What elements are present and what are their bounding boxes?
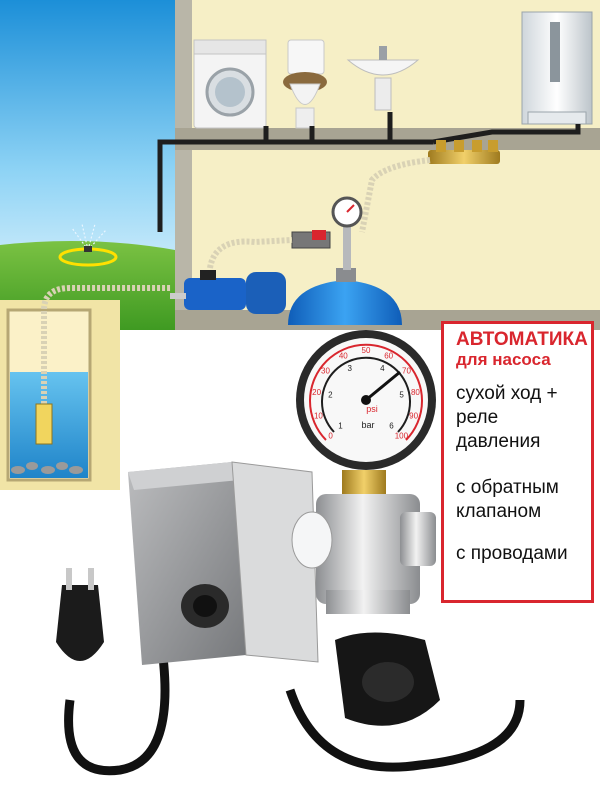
gauge-outer-ticks: 0 10 20 30 40 50 60 70 80 90 100 bbox=[312, 346, 420, 440]
gauge-outer-tick-1: 10 bbox=[314, 412, 323, 421]
gauge-inner-tick-3: 4 bbox=[380, 364, 385, 373]
power-socket-icon bbox=[335, 632, 440, 726]
feature-with-wires: с проводами bbox=[456, 543, 568, 564]
gauge-unit-bar: bar bbox=[361, 420, 374, 430]
sink-icon bbox=[346, 46, 420, 111]
pump-hose bbox=[207, 237, 293, 269]
power-plug-icon bbox=[56, 568, 104, 661]
gauge-outer-tick-6: 60 bbox=[384, 351, 393, 360]
well-hose bbox=[41, 285, 172, 404]
pump-icon bbox=[170, 270, 286, 314]
shower-cabin-icon bbox=[521, 11, 593, 125]
info-subtitle: для насоса bbox=[456, 350, 551, 369]
feature-dry-run-pressure: сухой ход + реле давления bbox=[456, 383, 558, 452]
gauge-outer-tick-9: 90 bbox=[409, 412, 418, 421]
gauge-scale: 0 10 20 30 40 50 60 70 80 90 100 1 2 3 4 5 6 psi bar bbox=[312, 346, 420, 440]
small-gauge-icon bbox=[291, 196, 363, 270]
feature-check-valve: с обратным клапаном bbox=[456, 477, 559, 522]
gauge-unit-psi: psi bbox=[366, 404, 378, 414]
pressure-tank-icon bbox=[288, 268, 402, 325]
info-title: АВТОМАТИКА bbox=[456, 329, 588, 350]
gauge-outer-tick-0: 0 bbox=[328, 431, 333, 440]
gauge-outer-tick-10: 100 bbox=[395, 431, 409, 440]
gauge-inner-tick-1: 2 bbox=[328, 390, 333, 399]
mounting-plate bbox=[231, 461, 319, 663]
gauge-outer-tick-7: 70 bbox=[402, 367, 411, 376]
pressure-switch-icon bbox=[128, 462, 246, 665]
power-cable bbox=[64, 634, 170, 776]
gauge-outer-tick-2: 20 bbox=[312, 388, 321, 397]
gauge-outer-tick-3: 30 bbox=[321, 367, 330, 376]
gauge-outer-tick-4: 40 bbox=[339, 351, 348, 360]
gauge-inner-ticks: 1 2 3 4 5 6 bbox=[328, 364, 404, 431]
washing-machine-icon bbox=[193, 39, 267, 129]
gauge-outer-tick-8: 80 bbox=[411, 388, 420, 397]
toilet-icon bbox=[283, 39, 327, 129]
info-panel: АВТОМАТИКА для насоса сухой ход + реле д… bbox=[441, 321, 594, 603]
gauge-needle bbox=[365, 370, 401, 402]
well-filter-icon bbox=[35, 403, 53, 445]
water-pipes bbox=[157, 112, 581, 232]
manifold-icon bbox=[428, 140, 500, 164]
pressure-gauge-icon bbox=[296, 330, 436, 470]
gauge-inner-tick-4: 5 bbox=[399, 390, 404, 399]
flexible-hose bbox=[359, 157, 431, 233]
socket-cable bbox=[285, 688, 525, 772]
check-valve-fitting-icon bbox=[291, 470, 436, 614]
gauge-outer-tick-5: 50 bbox=[362, 346, 371, 355]
sprinkler-icon bbox=[58, 223, 118, 267]
gauge-inner-tick-2: 3 bbox=[347, 364, 352, 373]
gravel-icon bbox=[11, 462, 83, 474]
gauge-inner-tick-5: 6 bbox=[389, 422, 394, 431]
gauge-inner-tick-0: 1 bbox=[338, 422, 343, 431]
